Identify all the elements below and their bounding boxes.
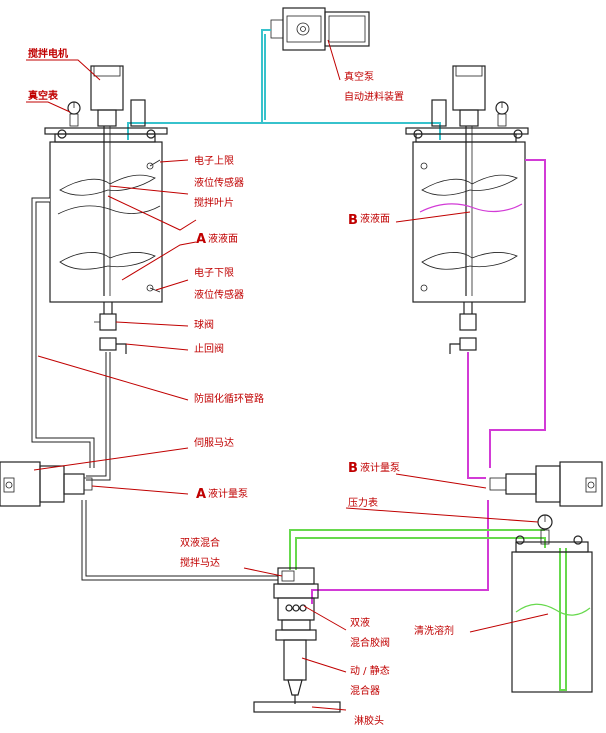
workpiece	[253, 701, 341, 713]
mixing-valve	[273, 567, 319, 704]
label-mix-motor-2: 搅拌马达	[180, 556, 220, 569]
solvent-tank	[511, 535, 593, 693]
label-cleaning: 清洗溶剂	[414, 624, 454, 637]
label-a-pump: 液计量泵	[208, 487, 248, 500]
label-mixer-motor: 搅拌电机	[28, 47, 68, 60]
vacuum-pump	[270, 7, 370, 51]
text-labels: 搅拌电机 真空表 真空泵 自动进料装置 电子上限 液位传感器 搅拌叶片 A 液液…	[28, 47, 454, 727]
label-servo-motor: 伺服马达	[194, 436, 234, 449]
label-b-level-letter: B	[348, 213, 358, 228]
label-upper-limit-1: 电子上限	[194, 154, 234, 167]
anti-cure-loop	[31, 197, 278, 581]
label-static-mixer-2: 混合器	[350, 684, 380, 697]
label-workpiece: 淋胶头	[354, 714, 384, 727]
label-lower-limit-1: 电子下限	[194, 266, 234, 279]
tank-b	[405, 65, 529, 354]
label-b-pump: 液计量泵	[360, 461, 400, 474]
label-lower-limit-2: 液位传感器	[194, 288, 244, 301]
label-upper-limit-2: 液位传感器	[194, 176, 244, 189]
label-mix-motor-1: 双液混合	[180, 536, 220, 549]
label-b-level: 液液面	[360, 212, 390, 225]
label-a-level-letter: A	[196, 232, 206, 247]
metering-pump-a	[0, 461, 93, 507]
label-static-mixer-1: 动 / 静态	[350, 664, 390, 677]
cleaning-lines	[289, 529, 567, 691]
label-ball-valve: 球阀	[194, 318, 214, 331]
label-a-level: 液液面	[208, 232, 238, 245]
label-check-valve: 止回阀	[194, 342, 224, 355]
label-anti-cure: 防固化循环管路	[194, 392, 264, 405]
label-mix-valve-1: 双液	[350, 616, 370, 629]
pipe-b	[311, 159, 546, 604]
label-vacuum-gauge: 真空表	[28, 89, 59, 102]
label-a-pump-letter: A	[196, 487, 206, 502]
label-mix-valve-2: 混合胶阀	[350, 636, 390, 649]
vacuum-lines	[127, 29, 441, 140]
label-pressure-gauge: 压力表	[348, 496, 378, 509]
pipe-a-down	[86, 352, 111, 481]
label-impeller: 搅拌叶片	[194, 196, 234, 209]
label-vacuum-pump: 真空泵	[344, 70, 374, 83]
label-auto-feed: 自动进料装置	[344, 90, 404, 103]
metering-pump-b	[489, 461, 603, 507]
label-b-pump-letter: B	[348, 461, 358, 476]
tank-a	[44, 65, 168, 354]
leader-lines	[26, 39, 549, 711]
